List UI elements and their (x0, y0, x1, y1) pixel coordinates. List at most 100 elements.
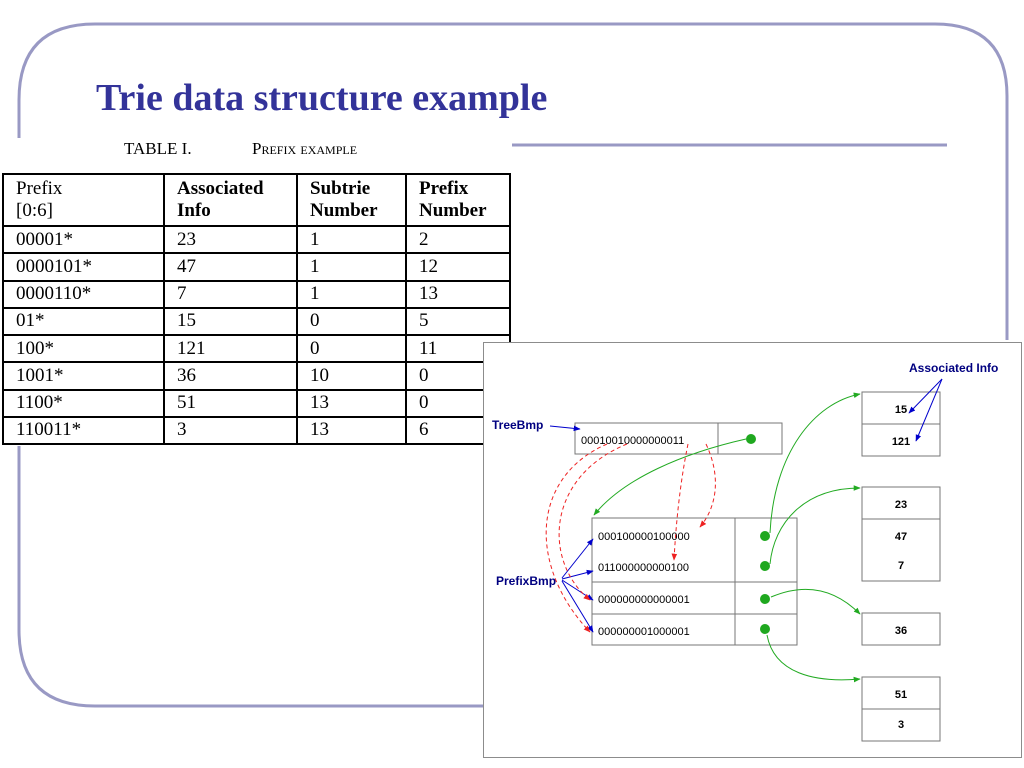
subtrie-cell: 0 (296, 333, 407, 364)
table-caption-label: TABLE I. (124, 139, 192, 158)
trie-diagram-panel: 00010010000000011 000100000100000 011000… (483, 342, 1022, 758)
info-value: 7 (898, 560, 904, 572)
treebmp-label: TreeBmp (492, 418, 543, 432)
subtrie-cell: 13 (296, 415, 407, 446)
prefix-cell: 00001* (2, 224, 165, 255)
child-pointer-dot (760, 624, 770, 634)
prefix-cell: 0000110* (2, 279, 165, 309)
header-line: Prefix (16, 178, 63, 199)
info-group-box (861, 612, 941, 646)
prefixbmp-label: PrefixBmp (496, 574, 556, 588)
bit-reference-arrow (558, 443, 628, 601)
child-node-row4-box (591, 613, 736, 646)
info-value: 121 (892, 436, 910, 448)
prefix-number-cell: 5 (405, 306, 511, 337)
prefix-cell: 1001* (2, 361, 165, 391)
info-cell: 15 (163, 306, 298, 337)
info-value: 51 (895, 689, 907, 701)
child-node-row3-box (591, 581, 736, 615)
root-bitmap-text: 00010010000000011 (581, 435, 684, 447)
prefix-number-cell: 13 (405, 279, 511, 309)
table-caption-name: Prefix example (252, 139, 358, 158)
info-cell: 47 (163, 252, 298, 282)
info-value: 36 (895, 625, 907, 637)
child-pointer-dot (760, 531, 770, 541)
info-cell: 3 (163, 415, 298, 446)
info-cell: 121 (163, 333, 298, 364)
prefix-cell: 1100* (2, 388, 165, 418)
prefix-number-cell: 12 (405, 252, 511, 282)
subtrie-cell: 1 (296, 224, 407, 255)
prefixbmp-arrow (561, 538, 594, 579)
prefixbmp-arrow (561, 569, 594, 580)
info-cell: 36 (163, 361, 298, 391)
prefix-cell: 110011* (2, 415, 165, 446)
treebmp-arrow (549, 425, 581, 432)
associated-info-label: Associated Info (909, 361, 998, 375)
prefixbmp-arrow (561, 579, 594, 601)
header-line: Number (310, 200, 378, 221)
prefix-cell: 01* (2, 306, 165, 337)
header-line: Prefix (419, 178, 469, 199)
bit-reference-arrow (545, 443, 608, 633)
child-bitmap-text: 000000000000001 (598, 594, 690, 606)
header-line: Info (177, 200, 211, 221)
info-cell: 7 (163, 279, 298, 309)
prefix-cell: 0000101* (2, 252, 165, 282)
trie-diagram: 00010010000000011 000100000100000 011000… (492, 361, 998, 742)
prefix-cell: 100* (2, 333, 165, 364)
info-value: 47 (895, 531, 907, 543)
header-prefix: Prefix[0:6] (2, 173, 165, 227)
header-line: Number (419, 200, 487, 221)
prefix-number-cell: 2 (405, 224, 511, 255)
info-label-arrow (915, 378, 943, 442)
header-line: Associated (177, 178, 264, 199)
info-pointer-arrow (766, 634, 861, 683)
info-pointer-arrow (769, 392, 861, 534)
info-pointer-arrow (769, 485, 861, 565)
info-group-box (861, 486, 941, 582)
child-node-pointer-box (734, 517, 798, 583)
bit-reference-arrow (671, 443, 689, 561)
info-label-arrow (908, 378, 943, 414)
root-node-bitmap-box (574, 422, 719, 455)
prefixbmp-arrow (561, 580, 594, 633)
subtrie-cell: 1 (296, 279, 407, 309)
subtrie-cell: 10 (296, 361, 407, 391)
subtrie-cell: 0 (296, 306, 407, 337)
header-line: Subtrie (310, 178, 371, 199)
info-cell: 51 (163, 388, 298, 418)
child-bitmap-text: 011000000000100 (598, 562, 689, 574)
slide-title: Trie data structure example (96, 77, 548, 119)
subtrie-cell: 13 (296, 388, 407, 418)
info-value: 15 (895, 404, 907, 416)
child-bitmap-text: 000100000100000 (598, 531, 690, 543)
info-value: 23 (895, 499, 907, 511)
child-pointer-dot (760, 561, 770, 571)
bit-reference-arrow (699, 443, 716, 528)
child-pointer-dot (760, 594, 770, 604)
prefix-number-cell: 11 (405, 333, 511, 364)
info-cell: 23 (163, 224, 298, 255)
root-pointer-dot (746, 434, 756, 444)
header-line: [0:6] (16, 200, 53, 221)
child-node-prefix-box (591, 517, 736, 583)
subtrie-cell: 1 (296, 252, 407, 282)
info-pointer-arrow (770, 588, 861, 615)
info-value: 3 (898, 719, 904, 731)
child-pointer-arrow (593, 438, 747, 516)
